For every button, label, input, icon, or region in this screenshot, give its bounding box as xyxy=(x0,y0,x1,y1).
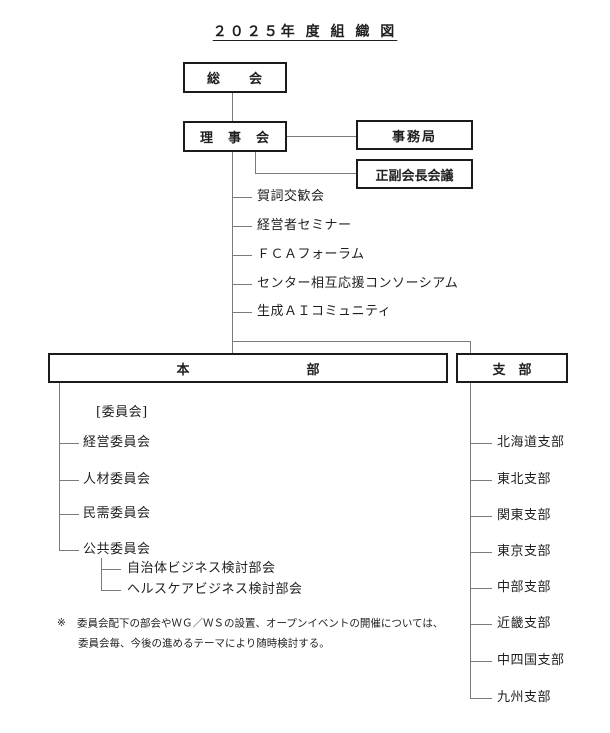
tick-branch-8 xyxy=(470,698,492,699)
tick-branch-4 xyxy=(470,552,492,553)
committee-spine xyxy=(59,383,60,550)
branch-item: 中四国支部 xyxy=(497,653,565,669)
tick-committee-2 xyxy=(59,480,79,481)
tick-subcommittee-2 xyxy=(101,590,121,591)
program-item: 賀詞交歓会 xyxy=(257,189,325,205)
footnote-marker: ※ xyxy=(57,617,66,629)
tick-program-4 xyxy=(232,284,252,285)
branch-item: 東北支部 xyxy=(497,472,552,488)
connector-to-branch-hq-v xyxy=(470,341,471,353)
tick-committee-3 xyxy=(59,514,79,515)
tick-branch-2 xyxy=(470,480,492,481)
box-board-of-directors: 理 事 会 xyxy=(183,121,287,152)
tick-subcommittee-1 xyxy=(101,569,121,570)
branch-item: 近畿支部 xyxy=(497,616,552,632)
tick-branch-6 xyxy=(470,624,492,625)
tick-branch-5 xyxy=(470,588,492,589)
box-officers-meeting: 正副会長会議 xyxy=(356,159,473,189)
main-spine xyxy=(232,152,233,353)
tick-branch-1 xyxy=(470,443,492,444)
tick-program-3 xyxy=(232,255,252,256)
connector-general-to-board xyxy=(232,93,233,121)
branch-item: 東京支部 xyxy=(497,544,552,560)
tick-committee-4 xyxy=(59,550,79,551)
page-title: ２０２５年 度 組 織 図 xyxy=(212,24,398,40)
program-item: センター相互応援コンソーシアム xyxy=(257,276,459,292)
branch-item: 関東支部 xyxy=(497,508,552,524)
box-secretariat: 事務局 xyxy=(356,120,473,150)
program-item: ＦＣＡフォーラム xyxy=(257,247,365,263)
branch-item: 中部支部 xyxy=(497,580,552,596)
tick-program-5 xyxy=(232,312,252,313)
committee-item: 人材委員会 xyxy=(83,472,151,488)
box-general-meeting: 総 会 xyxy=(183,62,287,93)
committee-section-heading: [委員会] xyxy=(96,405,148,421)
subcommittee-item: 自治体ビジネス検討部会 xyxy=(127,561,276,577)
branch-spine xyxy=(470,383,471,698)
tick-committee-1 xyxy=(59,443,79,444)
box-branch-hq: 支 部 xyxy=(456,353,568,383)
program-item: 生成ＡＩコミュニティ xyxy=(257,304,392,320)
connector-board-to-officers-v xyxy=(255,152,256,173)
committee-item: 経営委員会 xyxy=(83,435,151,451)
connector-to-branch-hq-h xyxy=(232,341,470,342)
committee-item: 公共委員会 xyxy=(83,542,151,558)
tick-branch-3 xyxy=(470,516,492,517)
branch-item: 北海道支部 xyxy=(497,435,565,451)
footnote-line-1: 委員会配下の部会やＷＧ／ＷＳの設置、オープンイベントの開催については、 xyxy=(77,617,444,630)
tick-branch-7 xyxy=(470,661,492,662)
committee-item: 民需委員会 xyxy=(83,506,151,522)
connector-board-to-secretariat xyxy=(287,136,356,137)
program-item: 経営者セミナー xyxy=(257,218,352,234)
branch-item: 九州支部 xyxy=(497,690,552,706)
subcommittee-stub xyxy=(101,558,102,590)
footnote-line-2: 委員会毎、今後の進めるテーマにより随時検討する。 xyxy=(78,637,330,650)
connector-board-to-officers-h xyxy=(255,173,356,174)
box-headquarters: 本 部 xyxy=(48,353,448,383)
tick-program-1 xyxy=(232,197,252,198)
tick-program-2 xyxy=(232,226,252,227)
subcommittee-item: ヘルスケアビジネス検討部会 xyxy=(127,582,303,598)
